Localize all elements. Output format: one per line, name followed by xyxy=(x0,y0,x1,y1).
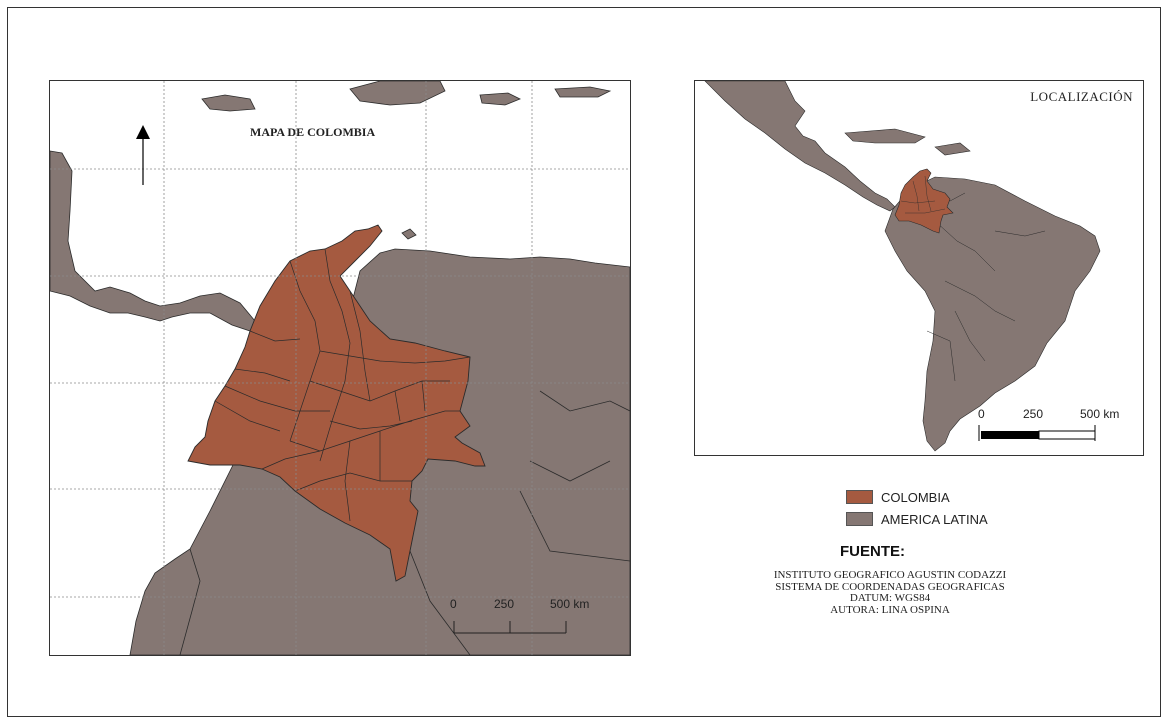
legend-label: COLOMBIA xyxy=(881,489,950,505)
caribbean-island xyxy=(554,86,612,98)
locator-title: LOCALIZACIÓN xyxy=(1030,89,1133,104)
locator-scale-label-0: 0 xyxy=(978,407,985,421)
scale-label-250: 250 xyxy=(494,597,515,611)
map-legend: COLOMBIA AMERICA LATINA xyxy=(846,486,988,530)
main-scale-bar xyxy=(453,621,567,634)
department-borders xyxy=(214,248,471,522)
locator-scale-label-250: 250 xyxy=(1023,407,1044,421)
country-borders xyxy=(926,190,1046,382)
colombia-territory xyxy=(187,224,486,582)
caribbean-island xyxy=(934,142,971,156)
source-block: INSTITUTO GEOGRAFICO AGUSTIN CODAZZI SIS… xyxy=(700,569,1080,616)
caribbean-island xyxy=(401,228,417,240)
main-map-canvas xyxy=(50,81,630,655)
legend-label: AMERICA LATINA xyxy=(881,511,988,527)
source-line: DATUM: WGS84 xyxy=(849,592,931,604)
central-america-land xyxy=(704,81,896,212)
source-line: AUTORA: LINA OSPINA xyxy=(830,603,950,616)
scale-label-0: 0 xyxy=(450,597,457,611)
locator-scale-bar xyxy=(978,425,1096,441)
legend-item-colombia: COLOMBIA xyxy=(846,486,988,508)
source-heading: FUENTE: xyxy=(840,543,905,560)
graticule xyxy=(50,81,630,655)
colombia-locator xyxy=(894,168,954,234)
south-america-land xyxy=(884,176,1101,452)
north-arrow-icon xyxy=(136,125,150,185)
central-america-land xyxy=(50,150,256,332)
source-line: SISTEMA DE COORDENADAS GEOGRAFICAS xyxy=(775,580,1005,593)
caribbean-island xyxy=(349,81,446,106)
caribbean-island xyxy=(844,128,926,144)
caribbean-island xyxy=(479,92,521,106)
locator-map-canvas xyxy=(704,81,1101,452)
legend-item-america-latina: AMERICA LATINA xyxy=(846,508,988,530)
country-borders xyxy=(179,390,630,655)
legend-swatch-america-latina xyxy=(846,512,873,526)
colombia-locator-departments xyxy=(900,175,946,214)
scale-label-500: 500 km xyxy=(550,597,590,611)
map-layout-frame xyxy=(7,7,1161,717)
caribbean-island xyxy=(201,94,256,112)
locator-map: LOCALIZACIÓN 0 250 500 km xyxy=(694,80,1144,456)
main-map: MAPA DE COLOMBIA 0 250 500 km xyxy=(49,80,631,656)
locator-scale-label-500: 500 km xyxy=(1080,407,1120,421)
source-line: INSTITUTO GEOGRAFICO AGUSTIN CODAZZI xyxy=(773,569,1007,581)
map-title: MAPA DE COLOMBIA xyxy=(250,125,376,139)
legend-swatch-colombia xyxy=(846,490,873,504)
